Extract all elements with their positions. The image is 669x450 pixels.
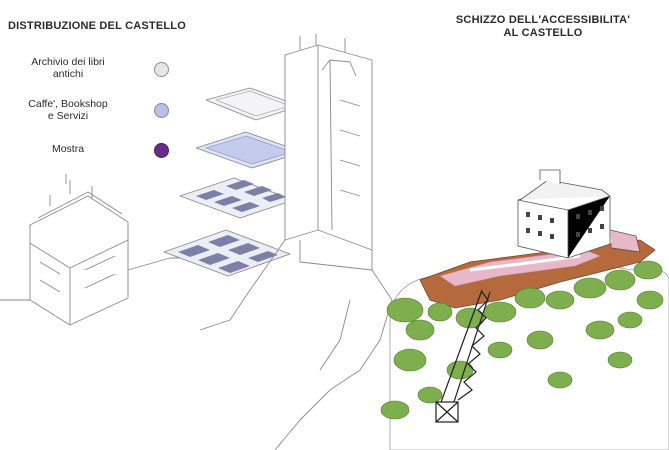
accessibility-sketch [380,169,669,450]
legend-dot-caffe [154,103,169,118]
title-schizzo-line1: SCHIZZO DELL'ACCESSIBILITA' [455,14,631,26]
tower-section [199,34,393,450]
legend-label-mostra: Mostra [0,143,138,155]
legend-caffe-line1: Caffe', Bookshop [28,98,108,110]
legend-archivio-line1: Archivio dei libri [31,56,105,68]
legend-caffe-line2: e Servizi [47,110,89,122]
lift-tower [435,289,491,423]
title-schizzo-line2: AL CASTELLO [503,27,583,39]
title-distribuzione: DISTRIBUZIONE DEL CASTELLO [8,20,186,32]
legend-dot-mostra [154,143,169,158]
title-schizzo: SCHIZZO DELL'ACCESSIBILITA' AL CASTELLO [428,14,658,40]
legend-mostra-line1: Mostra [51,143,85,155]
floor-level-2 [179,177,295,219]
castle-building [517,169,641,259]
legend-dot-archivio [154,62,169,77]
legend-label-caffe: Caffe', Bookshop e Servizi [0,98,138,122]
small-building-left [0,174,190,326]
legend-label-archivio: Archivio dei libri antichi [0,56,138,80]
floor-level-1 [163,229,291,277]
legend-archivio-line2: antichi [52,68,84,80]
